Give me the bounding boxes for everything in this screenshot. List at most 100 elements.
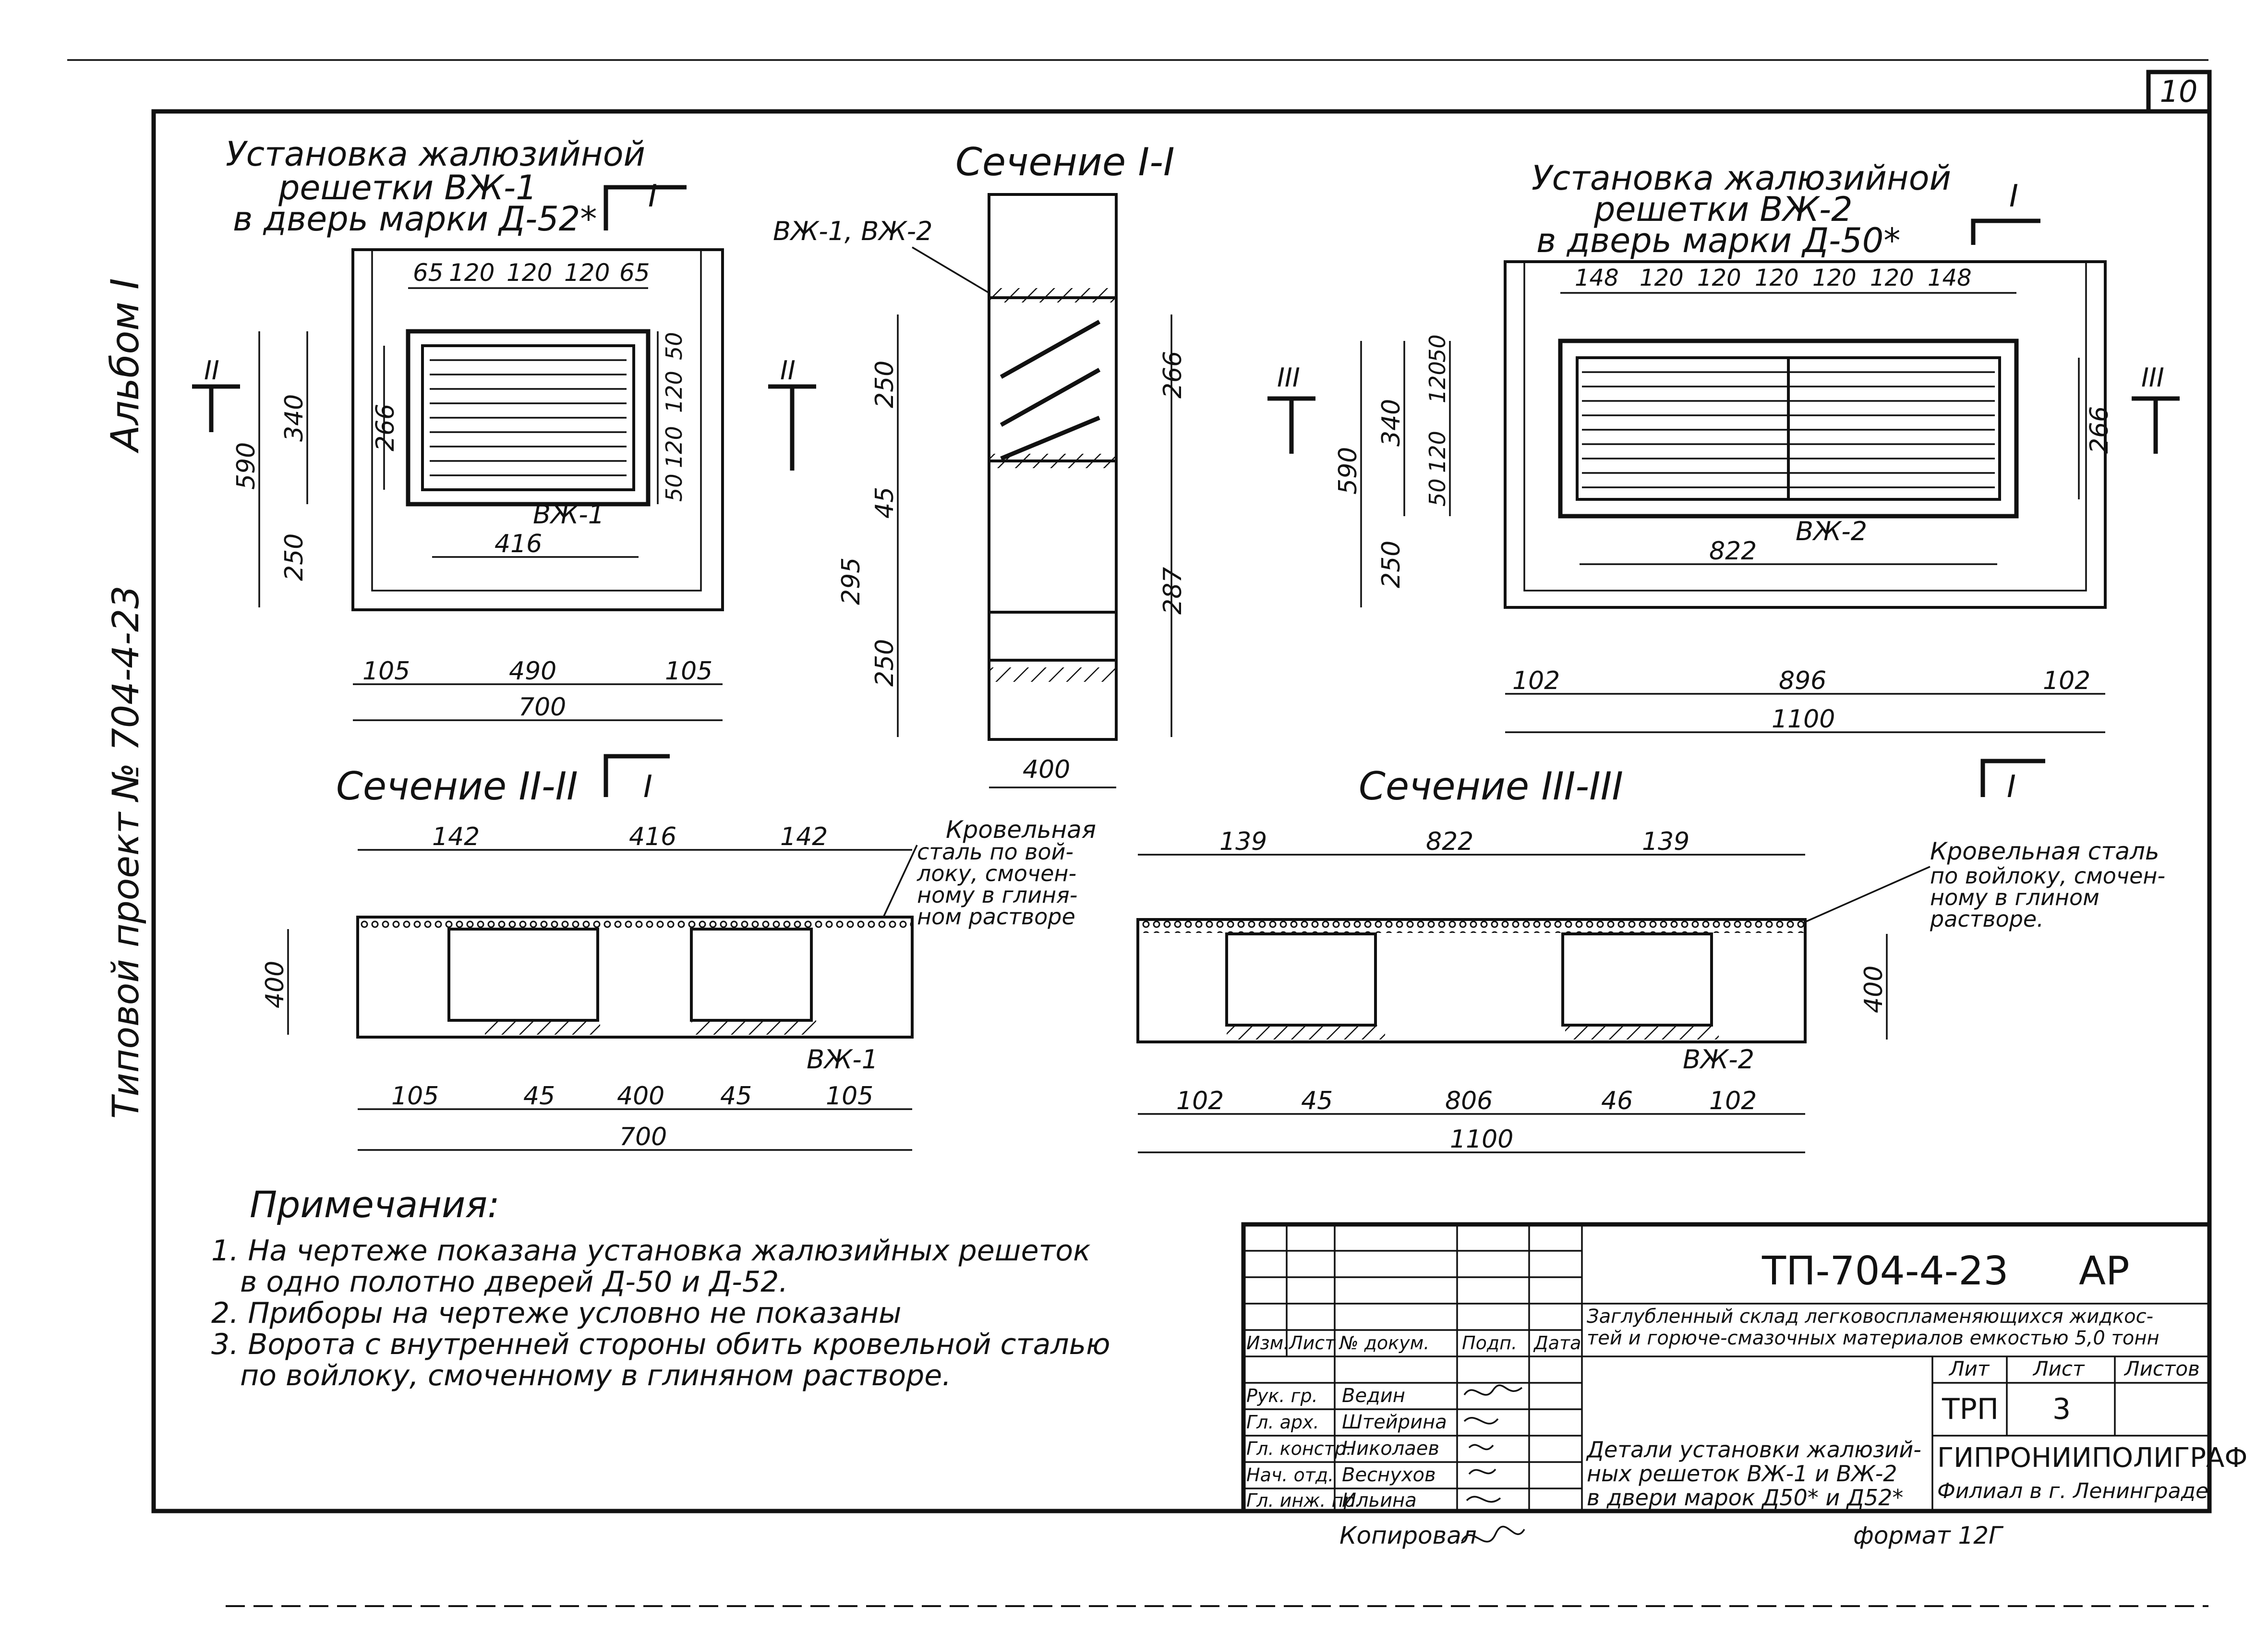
vzh2-title-line2: решетки ВЖ-2	[1593, 190, 1853, 229]
signer-role-5: Гл. инж. пр.	[1246, 1490, 1361, 1511]
section-3-dim-806: 806	[1445, 1087, 1493, 1115]
vzh1-title-line2: решетки ВЖ-1	[278, 168, 537, 207]
vzh2-dim-50a-v: 50	[1424, 334, 1450, 363]
vzh1-dim-700: 700	[519, 693, 566, 722]
section-2-dim-105a: 105	[391, 1082, 439, 1111]
section-3-grille-label: ВЖ-2	[1683, 1044, 1754, 1075]
vzh2-dim-50b-v: 50	[1424, 478, 1450, 507]
vzh2-grille-label: ВЖ-2	[1796, 516, 1867, 546]
vzh2-dim-340: 340	[1377, 399, 1406, 447]
hdr-izm: Изм.	[1246, 1332, 1289, 1354]
section-1-dim-250b: 250	[870, 639, 899, 687]
hdr-list: Лист	[1288, 1332, 1336, 1354]
signer-name-5: Ильина	[1342, 1489, 1417, 1512]
vzh2-title-line3: в дверь марки Д-50*	[1536, 221, 1900, 260]
section-1-dim-400: 400	[1023, 755, 1070, 784]
stage-value: ТРП	[1942, 1392, 1999, 1426]
vzh1-grille-label: ВЖ-1	[533, 499, 604, 530]
signer-name-1: Ведин	[1342, 1385, 1405, 1407]
vzh1-dim-105a: 105	[362, 657, 410, 686]
cut-mark-i-vzh2-label: I	[2009, 179, 2018, 214]
page-number-box	[2146, 70, 2212, 114]
vzh2-cut-mark-iii-left: III	[1277, 363, 1300, 393]
cut-mark-i-vzh1	[603, 185, 687, 230]
section-3-dim-1100: 1100	[1450, 1125, 1513, 1154]
section-2-dim-400b: 400	[617, 1082, 664, 1111]
vzh2-dim-120d: 120	[1812, 265, 1857, 291]
vzh1-dim-490: 490	[509, 657, 556, 686]
note-1a: 1. На чертеже показана установка жалюзий…	[211, 1234, 1090, 1268]
signer-role-1: Рук. гр.	[1246, 1385, 1318, 1406]
vzh1-dim-340: 340	[280, 394, 309, 442]
sheet-value: 3	[2052, 1392, 2071, 1426]
branch: Филиал в г. Ленинграде	[1937, 1479, 2208, 1503]
section-1-title: Сечение I-I	[955, 140, 1175, 184]
vzh1-dim-120s: 120	[661, 426, 687, 468]
signer-role-2: Гл. арх.	[1246, 1412, 1319, 1433]
section-1-dim-295: 295	[837, 557, 866, 605]
vzh2-dim-120a-v: 120	[1424, 361, 1450, 403]
roof-steel-left-5: ном растворе	[917, 904, 1075, 930]
view-vzh2: Установка жалюзийной решетки ВЖ-2 в двер…	[1267, 158, 2180, 734]
signer-role-4: Нач. отд.	[1246, 1464, 1334, 1486]
section-2-dim-45b: 45	[720, 1082, 752, 1111]
title-code: ТП-704-4-23	[1761, 1248, 2009, 1294]
section-2-dim-142a: 142	[432, 822, 480, 851]
drawing-frame	[151, 109, 2212, 1513]
drawing-title-1: Детали установки жалюзий-	[1586, 1437, 1921, 1463]
section-3-dim-400: 400	[1859, 966, 1888, 1013]
section-3-dim-46: 46	[1601, 1087, 1633, 1115]
signer-role-3: Гл. констр.	[1246, 1438, 1352, 1459]
cut-mark-i-label: I	[648, 179, 657, 214]
section-2-dim-105b: 105	[826, 1082, 873, 1111]
section-3-dim-822: 822	[1426, 827, 1473, 856]
roof-steel-left-4: ному в глиня-	[917, 882, 1077, 908]
section-2-grille-label: ВЖ-1	[807, 1044, 878, 1075]
note-3b: по войлоку, смоченному в глиняном раство…	[240, 1359, 951, 1392]
stage-hdr-listov: Листов	[2123, 1357, 2200, 1380]
section-2-dim-142b: 142	[780, 822, 828, 851]
grille-vzh2-frame	[1558, 339, 2019, 519]
roof-steel-right-1: Кровельная сталь	[1930, 837, 2159, 865]
vzh2-dim-1100: 1100	[1772, 705, 1835, 734]
door-panel-d52	[351, 248, 724, 611]
stage-hdr-lit: Лит	[1948, 1357, 1990, 1380]
title-section-code: АР	[2079, 1248, 2130, 1294]
vzh2-dim-120b: 120	[1697, 265, 1741, 291]
roof-steel-left-3: локу, смочен-	[917, 860, 1076, 886]
vzh2-dim-250: 250	[1377, 541, 1406, 588]
view-vzh1: Установка жалюзийной решетки ВЖ-1 в двер…	[192, 134, 724, 722]
signature-scribbles	[1463, 1384, 1523, 1503]
vzh2-dim-148a: 148	[1575, 265, 1619, 291]
vzh1-dim-120c: 120	[564, 259, 610, 287]
roof-steel-left-1: Кровельная	[946, 816, 1096, 844]
section-1-dim-287: 287	[1158, 567, 1187, 615]
vzh1-dim-590: 590	[232, 442, 261, 490]
section-2-dim-45a: 45	[523, 1082, 555, 1111]
vzh2-dim-120a: 120	[1640, 265, 1684, 291]
notes: Примечания: 1. На чертеже показана устан…	[211, 1183, 1110, 1392]
section-3-dim-139a: 139	[1219, 827, 1267, 856]
section-3-cut-mark	[1980, 759, 2045, 797]
format-label: формат 12Г	[1853, 1522, 2004, 1549]
roof-steel-left-2: сталь по вой-	[917, 839, 1074, 865]
vzh2-dim-266: 266	[2085, 406, 2114, 454]
vzh2-dim-896: 896	[1779, 666, 1826, 695]
vzh1-dim-120b: 120	[507, 259, 552, 287]
vzh1-dim-120a: 120	[449, 259, 495, 287]
vzh1-dim-416: 416	[495, 530, 542, 558]
section-ii-ii: Сечение II-II I 142 416 142 400 ВЖ-1 105…	[261, 754, 1096, 1151]
organization: ГИПРОНИИПОЛИГРАФ	[1937, 1442, 2248, 1474]
vzh2-dim-590: 590	[1334, 447, 1363, 495]
note-1b: в одно полотно дверей Д-50 и Д-52.	[240, 1265, 788, 1299]
vzh1-dim-50b: 50	[661, 473, 687, 502]
vzh1-cut-mark-ii: II	[204, 355, 219, 386]
section-3-dim-102b: 102	[1709, 1087, 1757, 1115]
signer-name-2: Штейрина	[1342, 1411, 1447, 1433]
section-2-title: Сечение II-II	[336, 764, 578, 809]
project-label: Типовой проект № 704-4-23	[104, 585, 147, 1119]
section-3-title: Сечение III-III	[1359, 764, 1623, 809]
hdr-doc: № докум.	[1339, 1332, 1429, 1354]
drawing-title-3: в двери марок Д50* и Д52*	[1587, 1485, 1903, 1511]
vzh1-dim-65a: 65	[413, 259, 444, 287]
